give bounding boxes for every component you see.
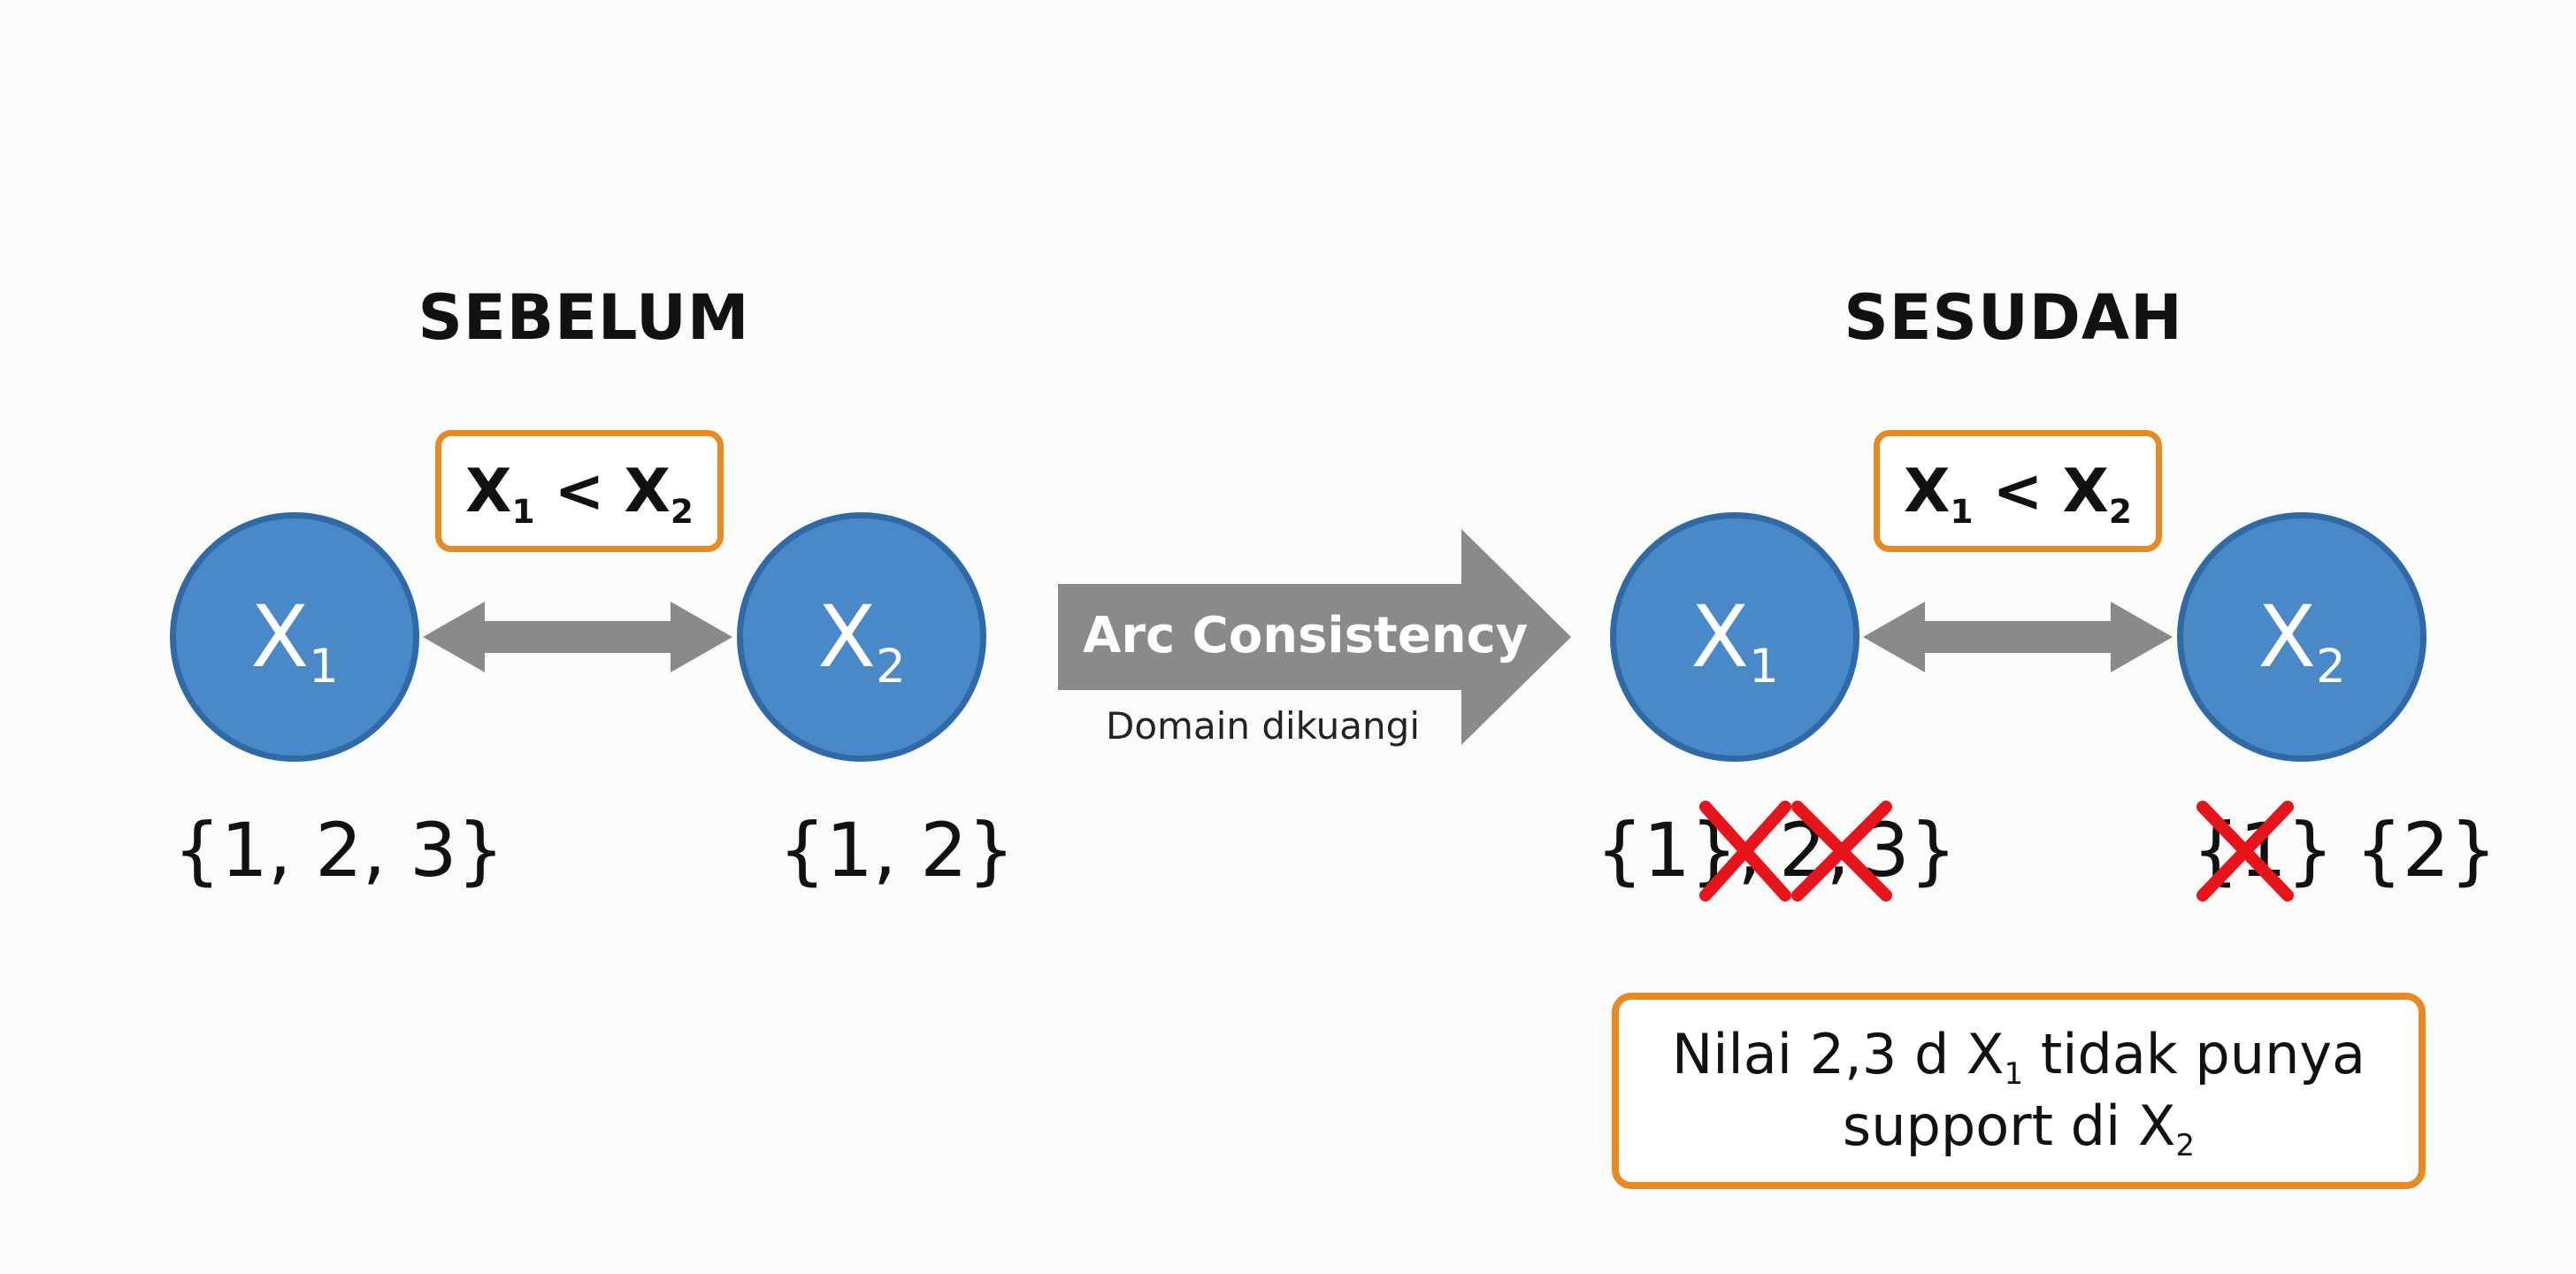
constraint-var-b: X2 [2062,456,2132,531]
explanation-note: Nilai 2,3 d X1 tidak punya support di X2 [1612,993,2426,1189]
double-arrow-left [423,602,732,672]
double-arrow-right [1863,602,2173,672]
domain-x2-before: {1, 2} [778,807,1016,894]
domain-value-kept: {1}, [1596,807,1762,894]
constraint-var-b: X2 [624,456,694,531]
arrow-sublabel: Domain dikuangi [1106,704,1420,748]
constraint-box-before: X1 < X2 [435,430,724,552]
constraint-var-a: X1 [465,456,535,531]
heading-before: SEBELUM [418,281,750,354]
domain-x1-after: {1},2,3} [1596,807,1957,894]
domain-value-removed: {1} [2192,807,2334,894]
constraint-operator: < [1992,456,2043,526]
heading-after: SESUDAH [1844,281,2183,354]
constraint-box-after: X1 < X2 [1874,430,2162,552]
domain-value-removed: 3} [1862,807,1958,894]
node-x1-before: X1 [170,512,419,762]
domain-x2-after: {1}{2} [2192,807,2497,894]
node-x1-after: X1 [1610,512,1859,762]
node-x2-after: X2 [2177,512,2426,762]
note-line-2: support di X2 [1842,1094,2196,1163]
process-arrow [1058,529,1571,745]
domain-value-kept: {2} [2355,807,2497,894]
node-x2-before: X2 [737,512,986,762]
note-line-1: Nilai 2,3 d X1 tidak punya [1671,1022,2366,1093]
domain-x1-before: {1, 2, 3} [173,807,505,894]
constraint-var-a: X1 [1904,456,1974,531]
constraint-operator: < [554,456,605,526]
domain-value-removed: 2, [1779,807,1851,894]
arrow-label: Arc Consistency [1083,607,1529,664]
